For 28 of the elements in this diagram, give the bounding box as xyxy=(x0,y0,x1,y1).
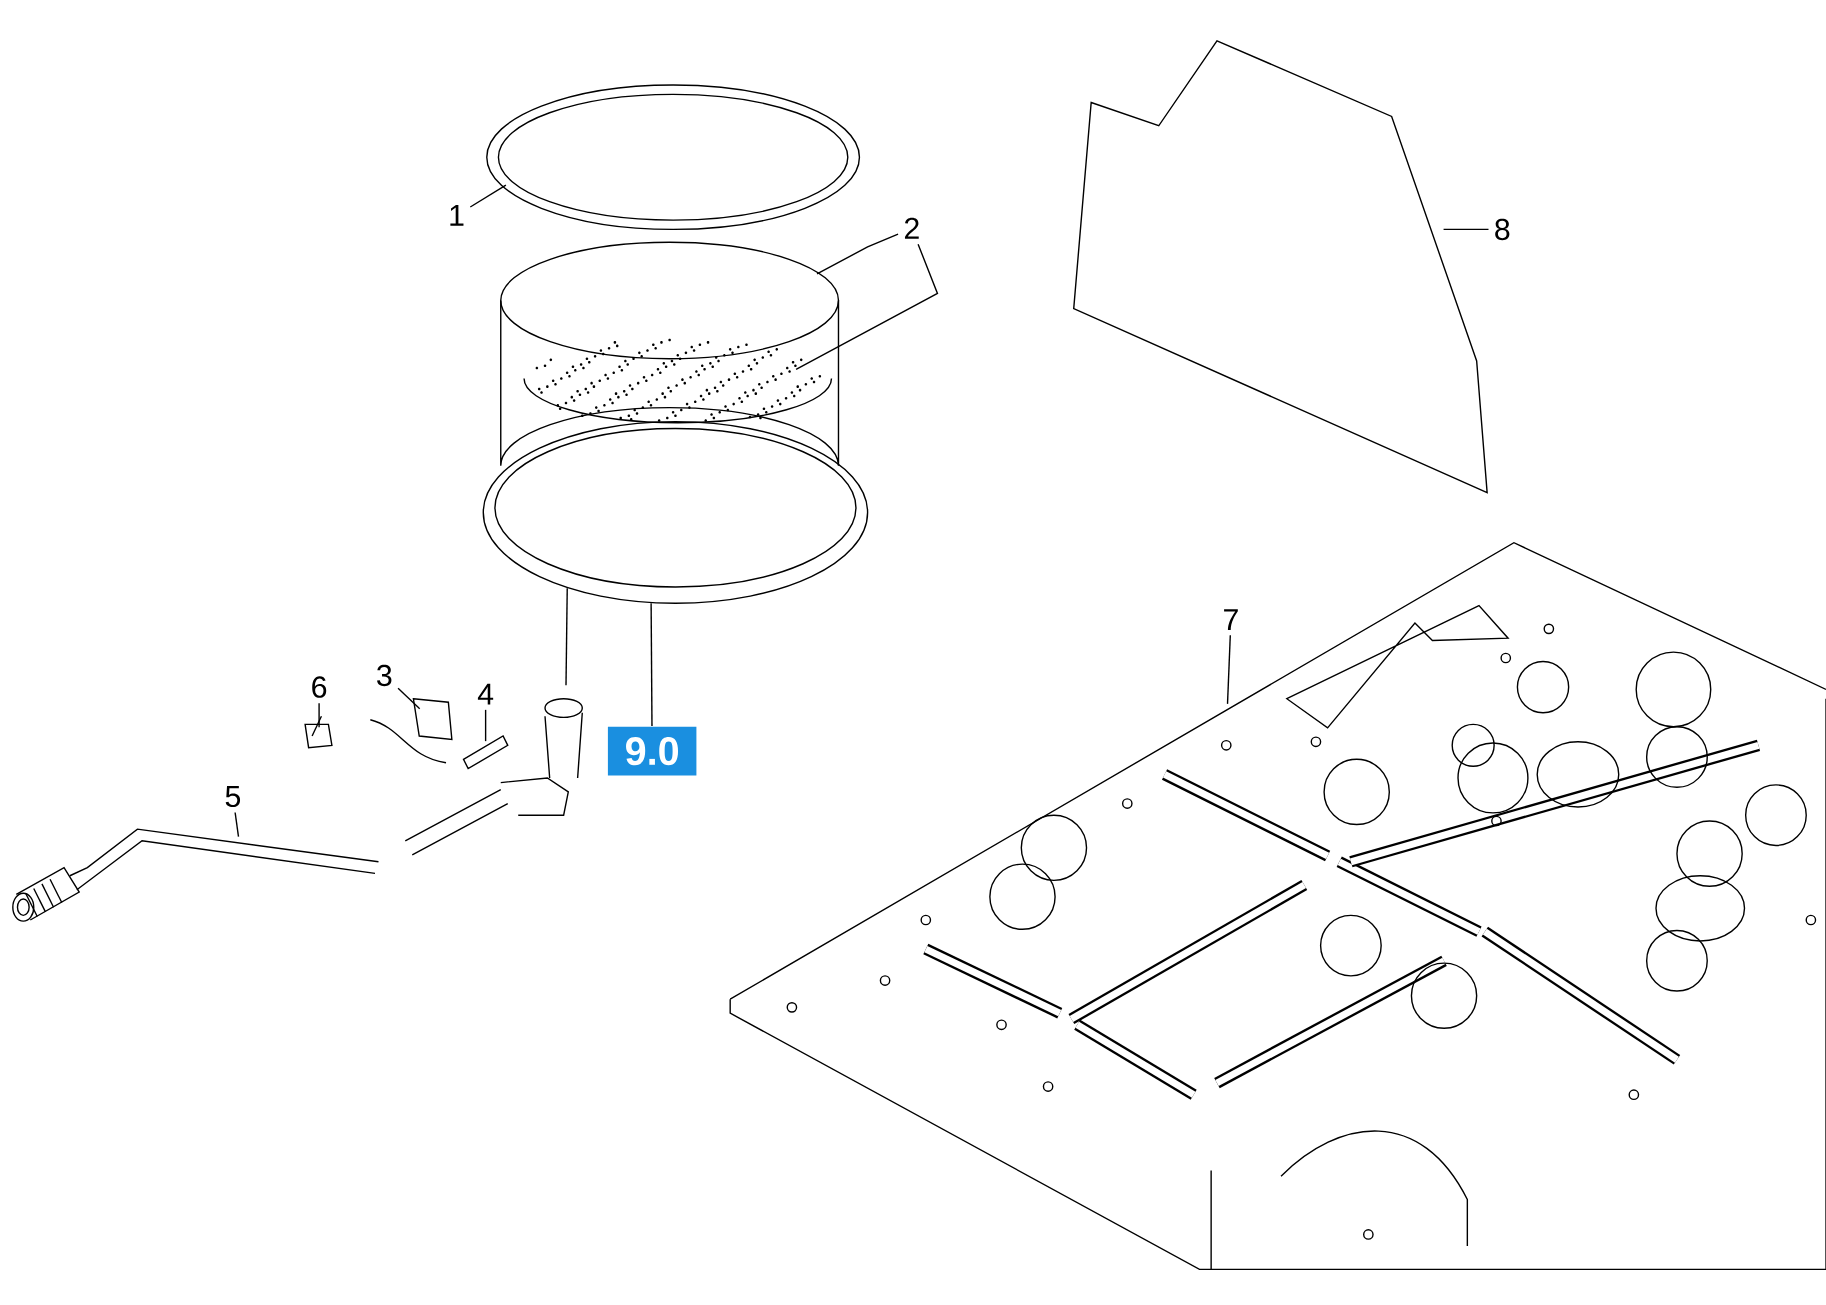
callout-number: 4 xyxy=(477,683,494,705)
callout-number: 3 xyxy=(377,664,392,686)
hose-drawing xyxy=(12,828,380,922)
leader-line xyxy=(318,702,320,728)
leader-line xyxy=(650,602,653,727)
leader-line xyxy=(1442,228,1490,230)
leader-line xyxy=(816,233,899,275)
ring-drawing xyxy=(486,84,861,230)
clamp-drawing xyxy=(304,715,333,749)
leader-line xyxy=(469,184,507,208)
callout-number: 1 xyxy=(450,204,464,226)
callout-number: 8 xyxy=(1495,218,1510,240)
leader-line xyxy=(1226,634,1231,705)
callout-number: 2 xyxy=(904,217,919,239)
leader-line xyxy=(795,243,939,370)
flange-drawing xyxy=(482,420,869,604)
leader-line xyxy=(484,708,487,742)
base-plate-drawing xyxy=(729,541,1826,1270)
sieve-drawing xyxy=(500,241,840,467)
panel-drawing xyxy=(1073,39,1488,494)
mesh-drawing xyxy=(523,338,833,424)
callout-number: 6 xyxy=(312,676,327,698)
leader-line xyxy=(397,687,421,710)
leader-line xyxy=(234,811,240,838)
bracket-drawing xyxy=(369,697,453,764)
callout-number: 5 xyxy=(225,785,241,807)
part-number-box: 9.0 xyxy=(607,726,697,776)
leader-line xyxy=(565,587,568,686)
